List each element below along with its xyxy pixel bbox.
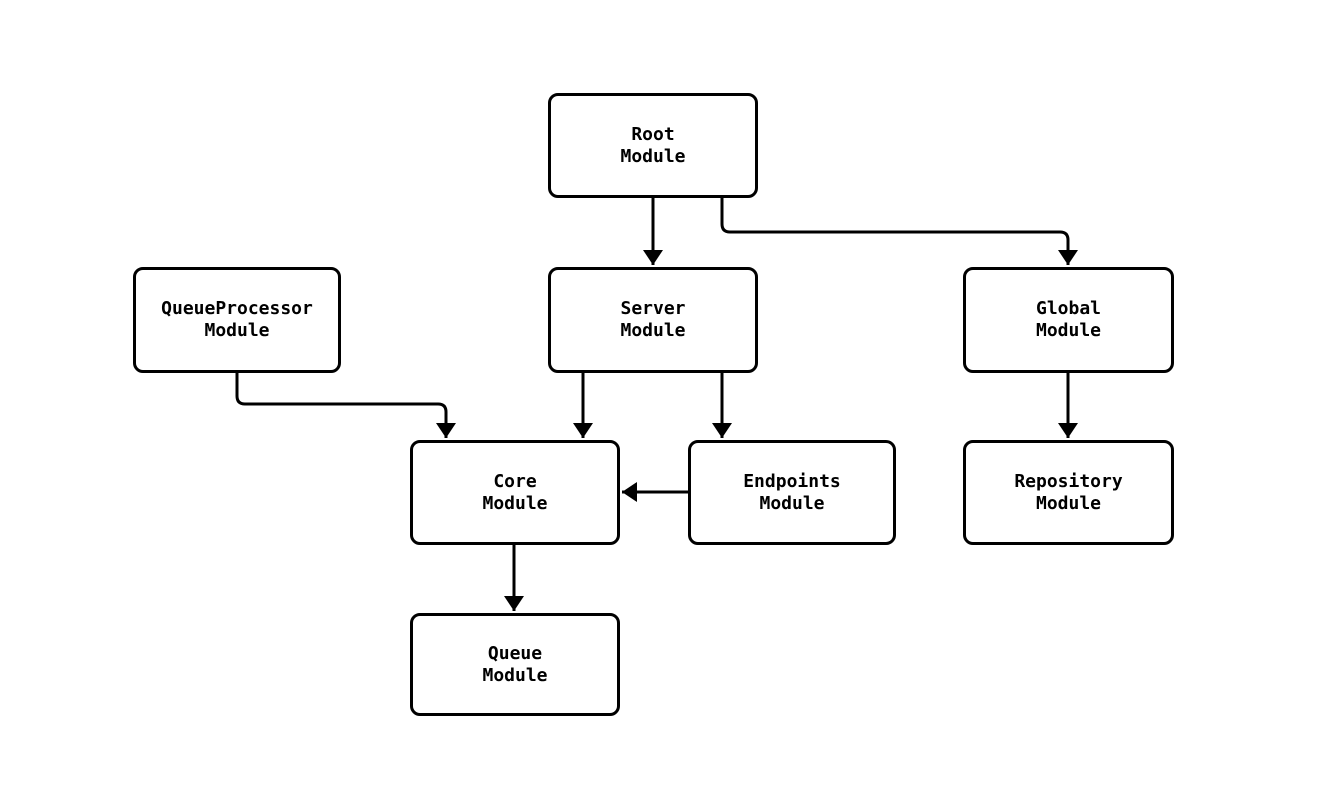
node-server-module: Server Module	[548, 267, 758, 373]
node-label-line2: Module	[482, 664, 548, 686]
edge-root-module-to-global-module	[720, 198, 1078, 265]
node-label-line2: Module	[1035, 320, 1102, 341]
node-label-line2: Module	[482, 492, 548, 514]
node-label-line1: Core	[493, 470, 537, 492]
node-label-line1: Endpoints	[743, 470, 841, 492]
node-queue-module: Queue Module	[410, 613, 620, 716]
node-label-line1: Server	[620, 298, 686, 319]
node-label-line1: Queue	[487, 642, 543, 664]
node-label-line2: Module	[759, 492, 825, 514]
node-label-line1: Root	[631, 123, 675, 145]
node-label-line1: QueueProcessor	[161, 298, 313, 319]
node-label-line2: Module	[620, 145, 686, 167]
edge-queueprocessor-module-to-core-module	[235, 373, 456, 438]
node-label-line2: Module	[620, 320, 686, 341]
node-repository-module: Repository Module	[963, 440, 1174, 545]
node-label-line1: Global	[1035, 298, 1102, 319]
node-label-line1: Repository	[1014, 470, 1123, 492]
node-endpoints-module: Endpoints Module	[688, 440, 896, 545]
node-global-module: Global Module	[963, 267, 1174, 373]
node-queueprocessor-module: QueueProcessor Module	[133, 267, 341, 373]
node-core-module: Core Module	[410, 440, 620, 545]
node-root-module: Root Module	[548, 93, 758, 198]
node-label-line2: Module	[204, 320, 270, 341]
node-label-line2: Module	[1035, 492, 1102, 514]
